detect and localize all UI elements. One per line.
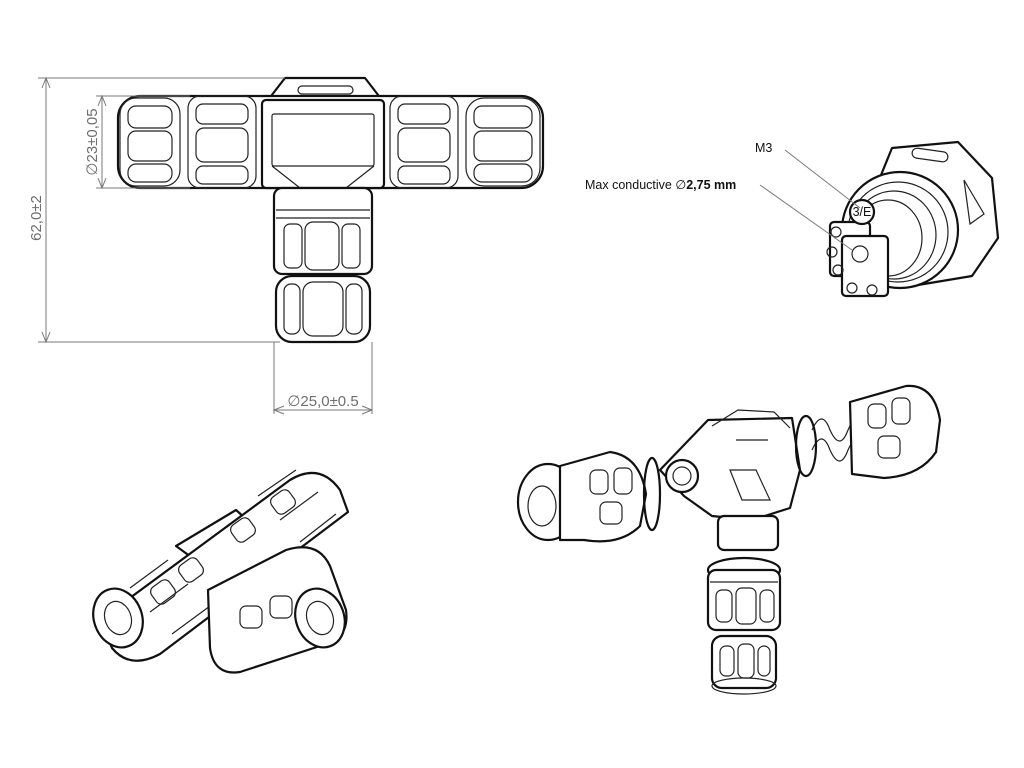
- diameter-symbol: ∅: [675, 178, 686, 192]
- outer-diameter-dimension-label: ∅25,0±0.5: [287, 393, 358, 410]
- exploded-view: [516, 384, 942, 695]
- right-nut: [389, 95, 541, 189]
- exploded-left-nut: [516, 450, 662, 543]
- thread-callout: M3: [755, 141, 772, 155]
- left-nut: [119, 95, 257, 189]
- exploded-bottom-nut: [706, 556, 782, 695]
- detail-view-contact-insert: 3/E: [759, 140, 1000, 298]
- conductor-callout-value: 2,75 mm: [686, 178, 736, 192]
- inner-diameter-dimension-label: ∅23±0,05: [84, 108, 101, 175]
- height-dimension-label: 62,0±2: [28, 195, 45, 241]
- conductor-callout-prefix: Max conductive: [585, 178, 675, 192]
- conductor-callout: Max conductive ∅2,75 mm: [585, 178, 736, 192]
- isometric-assembled-view: [92, 469, 350, 674]
- pin-marking-label: 3/E: [853, 205, 872, 219]
- bottom-branch: [272, 186, 374, 344]
- exploded-right-nut: [794, 384, 942, 480]
- front-view-t-connector: 62,0±2 ∅23±0,05 ∅25,0±0.5: [28, 76, 545, 415]
- dimension-lines: [38, 76, 374, 415]
